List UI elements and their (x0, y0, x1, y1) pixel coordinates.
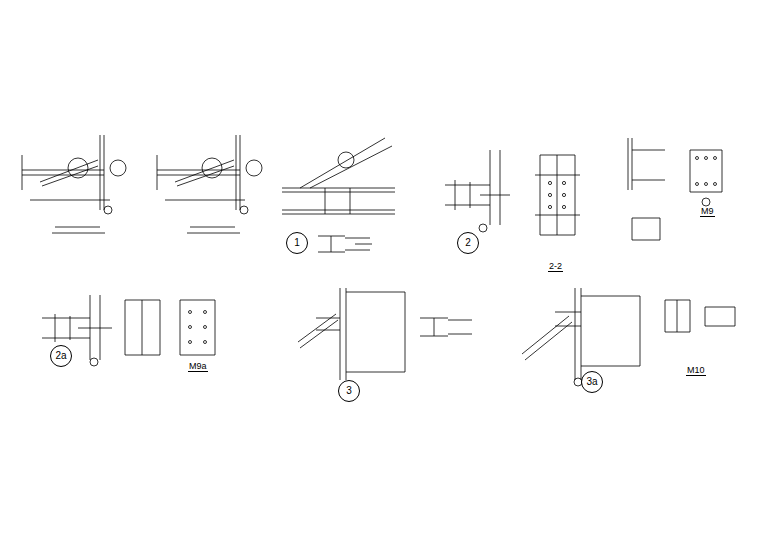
drawing-label: M9a (188, 362, 208, 372)
drawing-label: 2-2 (548, 262, 563, 272)
axis-bubble (246, 160, 262, 176)
beam-elevation (22, 135, 110, 210)
callout-number: 3a (586, 377, 597, 387)
axis-bubble (104, 206, 112, 214)
axis-bubble (702, 198, 710, 206)
embedded-plate (665, 300, 735, 332)
callout-number: 2a (55, 351, 66, 361)
axis-bubble (479, 224, 487, 232)
title-underline (52, 227, 105, 233)
column-connection (445, 150, 510, 225)
detail-callout: 2a (50, 345, 72, 367)
brace-connection (298, 288, 405, 380)
detail-callout: 3 (338, 380, 360, 402)
detail-callout: 1 (286, 232, 308, 254)
plate-section (535, 155, 580, 235)
bolt-holes (696, 157, 717, 186)
bolt-holes (548, 181, 565, 208)
detail-callout (68, 158, 88, 178)
beam-elevation (282, 138, 395, 214)
beam-elevation (157, 135, 245, 210)
section-a-a (420, 318, 472, 336)
detail-callout (202, 158, 222, 178)
callout-number: 1 (294, 238, 300, 248)
callout-number: 2 (465, 238, 471, 248)
detail-callout: 2 (457, 232, 479, 254)
axis-bubble (90, 358, 98, 366)
title-underline (187, 227, 240, 233)
detail-callout: 3a (581, 371, 603, 393)
callout-number: 3 (346, 386, 352, 396)
axis-bubble (240, 206, 248, 214)
embedded-plate (125, 300, 215, 355)
embedded-plate (628, 138, 722, 240)
drawing-label: M10 (686, 366, 706, 376)
section-a-a (318, 236, 372, 252)
drawing-label: M9 (700, 207, 715, 217)
bolt-holes (189, 311, 207, 344)
weld-callout (338, 152, 354, 168)
brace-connection (522, 288, 640, 380)
axis-bubble (110, 160, 126, 176)
